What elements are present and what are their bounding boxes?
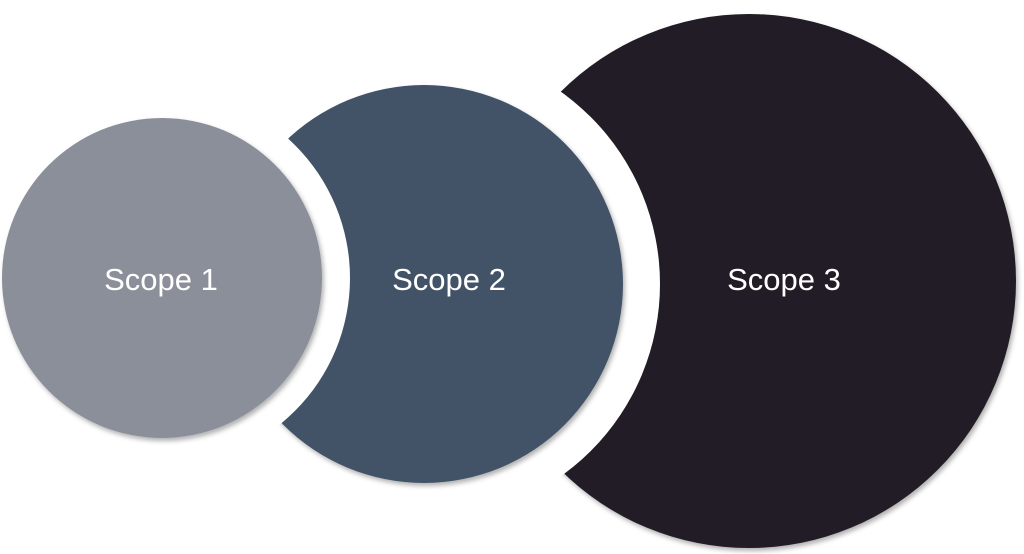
scope-1-label: Scope 1	[104, 262, 218, 297]
scope-3-label: Scope 3	[727, 262, 841, 297]
scope-1-circle	[2, 118, 322, 438]
scope-2-label: Scope 2	[392, 262, 506, 297]
